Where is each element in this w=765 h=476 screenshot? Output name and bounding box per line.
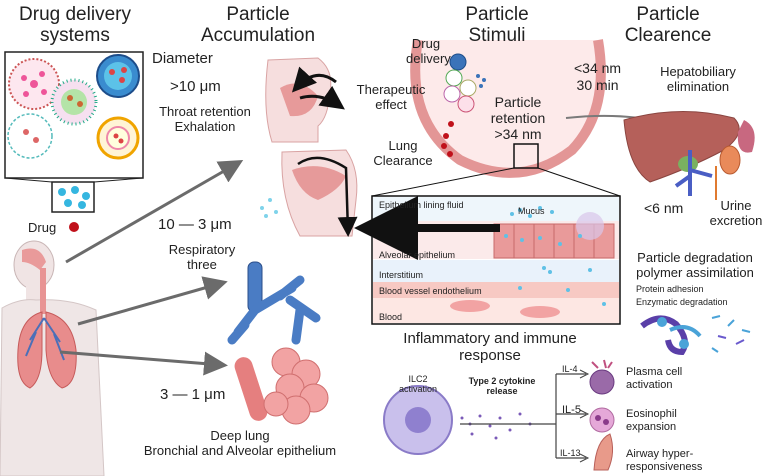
mucus-label: Mucus [518,206,545,216]
alveolus-stimuli-illustration [371,39,698,197]
nanoparticle-panel [4,51,144,232]
epithelium-fluid-label: Epithelium lining fluid [379,200,464,210]
immune-response-illustration [383,359,615,471]
alveolar-epithelium-label: Alveolar epithelium [379,250,456,260]
diameter-label: Diameter [152,50,213,67]
nasal-cavity-illustration [260,149,358,237]
enzymatic-degradation-label: Enzymatic degradation [636,297,728,307]
bronchi-illustration [227,261,321,345]
interstitium-label: Interstitium [379,270,424,280]
upper-airway-illustration [265,57,345,143]
polymer-degradation-illustration [640,315,751,356]
il5-label: IL-5 [562,404,581,416]
size-10-3: 10 — 3 μm [158,216,232,233]
alveoli-illustration [234,347,329,425]
liver-kidney-illustration [623,110,755,200]
il13-label: IL-13 [560,448,581,458]
endothelium-label: Blood vessel endothelium [379,286,482,296]
size-lt6: <6 nm [644,200,684,216]
il4-label: IL-4 [562,364,578,374]
human-body-figure [0,240,105,476]
blood-label: Blood [379,312,403,322]
drug-label: Drug [28,220,57,235]
airway-label: Airway hyper-responsiveness [626,448,703,473]
size-3-1: 3 — 1 μm [160,386,226,403]
protein-adhesion-label: Protein adhesion [636,284,704,294]
tissue-cross-section [354,195,621,325]
size-gt10: >10 μm [170,78,221,95]
accumulation-arrows [59,160,244,376]
